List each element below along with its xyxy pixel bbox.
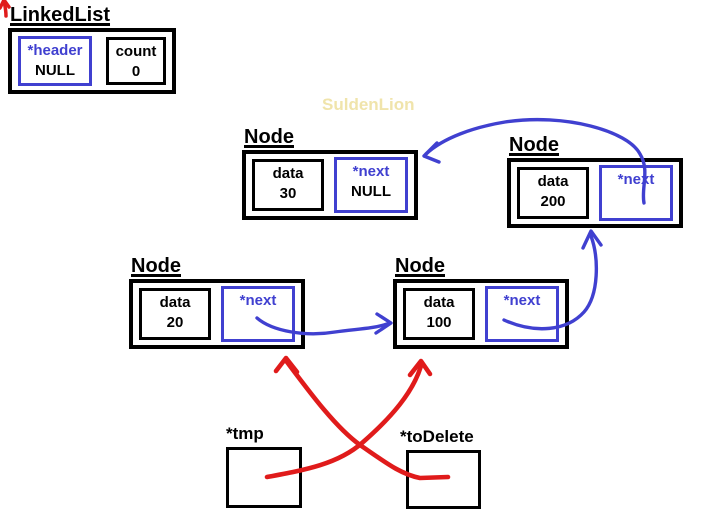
linkedlist-title: LinkedList bbox=[10, 4, 111, 26]
next-field: *next bbox=[485, 286, 559, 342]
next-value: NULL bbox=[351, 183, 391, 200]
count-value: 0 bbox=[131, 63, 141, 80]
data-field: data 20 bbox=[139, 288, 211, 340]
watermark-text: SuldenLion bbox=[322, 95, 415, 114]
data-value: 100 bbox=[426, 314, 452, 331]
todelete-label: *toDelete bbox=[400, 427, 474, 446]
tmp-label: *tmp bbox=[226, 424, 264, 443]
node-title: Node bbox=[509, 134, 559, 156]
data-value: 30 bbox=[279, 185, 297, 202]
data-label: data bbox=[537, 173, 569, 190]
next-label: *next bbox=[239, 292, 277, 309]
next-label: *next bbox=[617, 171, 655, 188]
tmp-box bbox=[226, 447, 302, 508]
node-frame: data 100 *next bbox=[393, 279, 569, 349]
next-field: *next bbox=[221, 286, 295, 342]
node-box-200: Node data 200 *next bbox=[507, 134, 683, 228]
node-title: Node bbox=[395, 255, 445, 277]
tmp-pointer: *tmp bbox=[226, 424, 302, 508]
data-value: 200 bbox=[540, 193, 566, 210]
data-label: data bbox=[423, 294, 455, 311]
next-label: *next bbox=[352, 163, 390, 180]
data-label: data bbox=[272, 165, 304, 182]
data-value: 20 bbox=[166, 314, 184, 331]
node-frame: data 20 *next bbox=[129, 279, 305, 349]
node-title: Node bbox=[244, 126, 294, 148]
data-field: data 200 bbox=[517, 167, 589, 219]
next-label: *next bbox=[503, 292, 541, 309]
header-field: *header NULL bbox=[18, 36, 92, 86]
data-label: data bbox=[159, 294, 191, 311]
node-frame: data 200 *next bbox=[507, 158, 683, 228]
node-box-20: Node data 20 *next bbox=[129, 255, 305, 349]
node-box-100: Node data 100 *next bbox=[393, 255, 569, 349]
count-field: count 0 bbox=[106, 37, 166, 85]
todelete-box bbox=[406, 450, 481, 509]
next-field: *next NULL bbox=[334, 157, 408, 213]
todelete-pointer: *toDelete bbox=[400, 427, 481, 509]
header-value: NULL bbox=[35, 62, 75, 79]
node-box-30: Node data 30 *next NULL bbox=[242, 126, 418, 220]
next-field: *next bbox=[599, 165, 673, 221]
data-field: data 30 bbox=[252, 159, 324, 211]
node-title: Node bbox=[131, 255, 181, 277]
linkedlist-struct: LinkedList *header NULL count 0 bbox=[8, 4, 176, 94]
linkedlist-frame: *header NULL count 0 bbox=[8, 28, 176, 94]
data-field: data 100 bbox=[403, 288, 475, 340]
node-frame: data 30 *next NULL bbox=[242, 150, 418, 220]
count-label: count bbox=[115, 43, 157, 60]
header-label: *header bbox=[27, 42, 83, 59]
